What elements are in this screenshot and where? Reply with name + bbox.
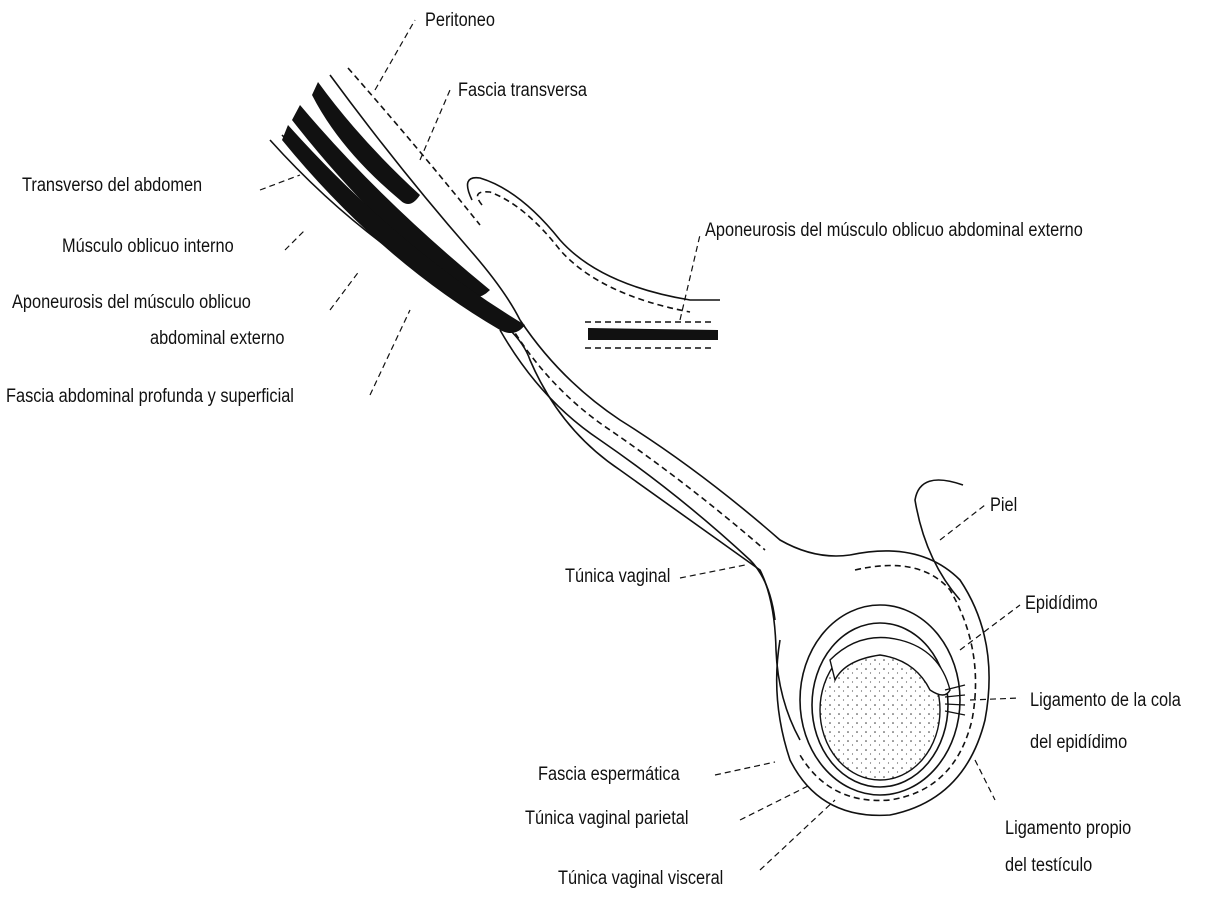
label-fascia-abdominal: Fascia abdominal profunda y superficial [6, 386, 294, 408]
processus-loop [468, 178, 721, 300]
label-ligamento-propio-2: del testículo [1005, 855, 1092, 877]
label-ligamento-propio-1: Ligamento propio [1005, 818, 1131, 840]
label-tunica-vaginal: Túnica vaginal [565, 566, 670, 588]
label-peritoneo: Peritoneo [425, 10, 495, 32]
label-piel: Piel [990, 495, 1017, 517]
leader-fascia-espermatica [715, 762, 775, 775]
leader-fascia-transversa [420, 90, 450, 160]
label-epididimo: Epidídimo [1025, 593, 1098, 615]
leader-transverso [260, 175, 300, 190]
leader-tunica-visceral [760, 800, 835, 870]
label-oblicuo-interno: Músculo oblicuo interno [62, 236, 234, 258]
leader-peritoneo [375, 20, 415, 90]
label-fascia-transversa: Fascia transversa [458, 80, 587, 102]
leader-piel [940, 505, 985, 540]
cord-line-dashed [510, 325, 765, 550]
right-aponeurosis-band [588, 328, 718, 340]
skin-flap [915, 480, 963, 600]
label-fascia-espermatica: Fascia espermática [538, 764, 680, 786]
leader-tunica-parietal [740, 785, 810, 820]
leader-ligamento-propio [975, 760, 995, 800]
label-aponeurosis-left-2: abdominal externo [150, 328, 284, 350]
leader-ligamento-cola [970, 698, 1020, 700]
leader-tunica-vaginal [680, 565, 745, 578]
label-tunica-parietal: Túnica vaginal parietal [525, 808, 689, 830]
leader-epididimo [960, 605, 1020, 650]
label-tunica-visceral: Túnica vaginal visceral [558, 868, 723, 890]
cord-line-1 [520, 320, 850, 556]
label-ligamento-cola-1: Ligamento de la cola [1030, 690, 1181, 712]
leader-oblicuo-interno [285, 230, 305, 250]
abdominal-wall-inner-line [330, 75, 520, 320]
label-aponeurosis-left-1: Aponeurosis del músculo oblicuo [12, 292, 251, 314]
label-transverso: Transverso del abdomen [22, 175, 202, 197]
label-ligamento-cola-2: del epidídimo [1030, 732, 1127, 754]
leader-aponeurosis-right [680, 235, 700, 320]
leader-aponeurosis-left [330, 270, 360, 310]
label-aponeurosis-right: Aponeurosis del músculo oblicuo abdomina… [705, 220, 1083, 242]
leader-fascia-abdominal [370, 310, 410, 395]
